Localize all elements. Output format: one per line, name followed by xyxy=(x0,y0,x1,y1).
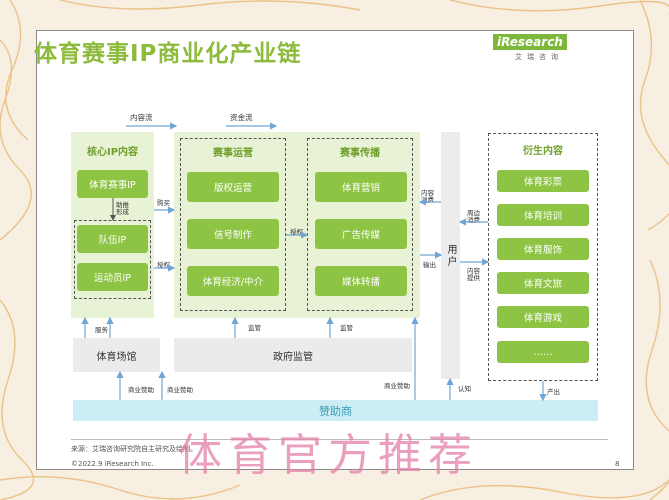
source-note: 来源：艾瑞咨询研究院自主研究及绘制。 xyxy=(71,445,197,453)
logo-subtitle: 艾瑞咨询 xyxy=(515,53,563,61)
watermark-text: 体育官方推荐 xyxy=(178,430,478,481)
recognize-label: 认知 xyxy=(458,385,471,393)
authorize-label-1: 授权 xyxy=(157,261,170,269)
advertising-media-box: 广告传媒 xyxy=(315,219,407,249)
supervise-label-2: 监管 xyxy=(340,324,353,332)
sports-gaming-box: 体育游戏 xyxy=(497,306,589,328)
more-items-box: …… xyxy=(497,341,589,363)
content-provide-label: 内容 提供 xyxy=(467,267,480,283)
content-consume-label: 内容 消费 xyxy=(421,189,434,205)
sports-apparel-box: 体育服饰 xyxy=(497,238,589,260)
sports-agency-box: 体育经济/中介 xyxy=(187,266,279,296)
user-bar: 用户 xyxy=(441,132,460,379)
copyright: ©2022.9 iResearch Inc. xyxy=(71,460,154,468)
broadcast-title: 赛事传播 xyxy=(340,148,380,159)
peripheral-consume-label: 周边 消费 xyxy=(467,209,480,225)
operation-title: 赛事运营 xyxy=(213,148,253,159)
biz-sponsor-label-1: 商业赞助 xyxy=(128,386,154,394)
footer-divider xyxy=(71,439,608,440)
sports-lottery-box: 体育彩票 xyxy=(497,170,589,192)
biz-sponsor-label-2: 商业赞助 xyxy=(167,386,193,394)
produce-label: 产出 xyxy=(547,388,560,396)
page-number: 8 xyxy=(615,460,620,468)
content-flow-label: 内容流 xyxy=(130,113,153,122)
derivative-group xyxy=(488,133,598,381)
page-title: 体育赛事IP商业化产业链 xyxy=(34,41,302,67)
user-label: 用户 xyxy=(445,243,456,268)
sports-event-ip-box: 体育赛事IP xyxy=(77,170,148,198)
purchase-label: 购买 xyxy=(157,199,170,207)
sponsor-bar: 赞助商 xyxy=(73,400,598,421)
sports-tourism-box: 体育文旅 xyxy=(497,272,589,294)
output-label: 输出 xyxy=(423,261,436,269)
authorize-label-2: 授权 xyxy=(290,228,303,236)
copyright-operation-box: 版权运营 xyxy=(187,172,279,202)
government-supervision-box: 政府监管 xyxy=(174,338,412,372)
sports-marketing-box: 体育营销 xyxy=(315,172,407,202)
sports-training-box: 体育培训 xyxy=(497,204,589,226)
supervise-label-1: 监管 xyxy=(248,324,261,332)
athlete-ip-box: 运动员IP xyxy=(77,263,148,291)
iresearch-logo: iResearch 艾瑞咨询 xyxy=(493,31,567,62)
stadium-box: 体育场馆 xyxy=(73,338,160,372)
team-ip-box: 队伍IP xyxy=(77,225,148,253)
core-ip-title: 核心IP内容 xyxy=(86,147,139,158)
broadcast-group xyxy=(307,138,413,311)
media-broadcast-box: 媒体转播 xyxy=(315,266,407,296)
logo-mark: iResearch xyxy=(493,34,567,50)
boost-form-label: 助推 形成 xyxy=(116,201,129,217)
money-flow-label: 资金流 xyxy=(230,113,253,122)
signal-production-box: 信号制作 xyxy=(187,219,279,249)
operation-group xyxy=(180,138,286,311)
service-label: 服务 xyxy=(95,326,108,334)
derivative-title: 衍生内容 xyxy=(523,146,563,157)
biz-sponsor-label-3: 商业赞助 xyxy=(384,382,410,390)
